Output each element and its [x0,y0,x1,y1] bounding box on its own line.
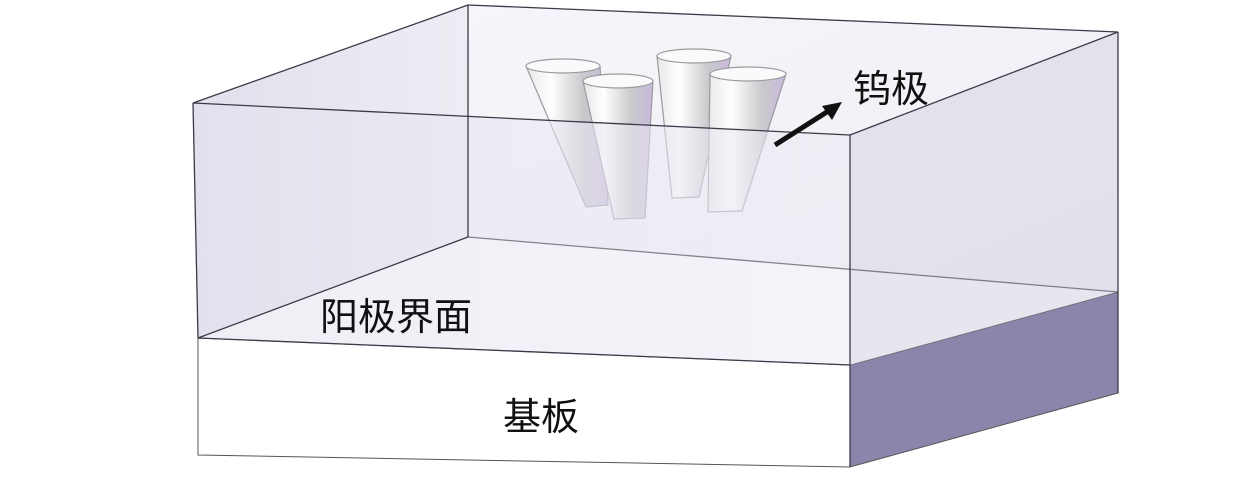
label-substrate: 基板 [503,395,580,439]
label-tungsten-electrode: 钨极 [853,67,930,111]
box-front-face [193,103,850,365]
label-anode-interface: 阳极界面 [320,295,473,339]
box-edges [192,4,1119,467]
box-right-face [850,32,1118,365]
arrow-icon [773,102,842,148]
